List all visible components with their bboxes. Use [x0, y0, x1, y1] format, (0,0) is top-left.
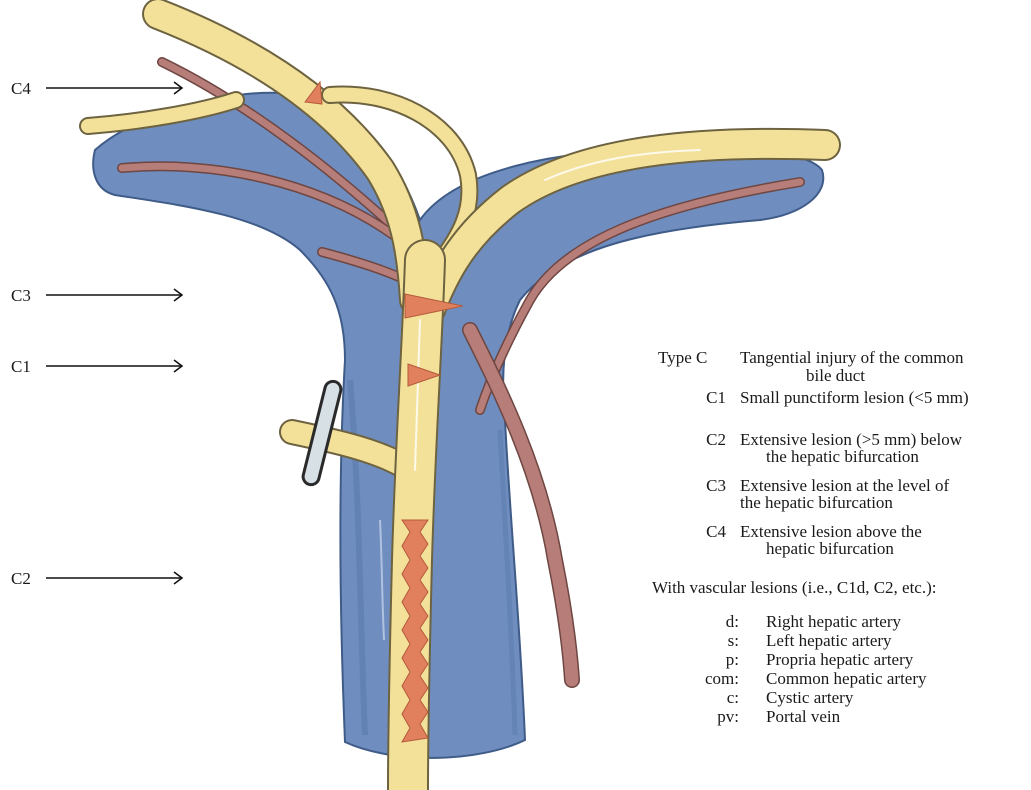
arrow-label-c4: C4	[11, 80, 31, 97]
legend-code-c1: C1	[658, 388, 726, 407]
legend: Type C Tangential injury of the common b…	[658, 348, 1028, 778]
legend-desc-c2-2: the hepatic bifurcation	[766, 447, 919, 466]
legend-vascular-code-s: s:	[658, 631, 739, 650]
arrow-c1	[46, 360, 182, 372]
legend-vascular-code-c: c:	[658, 688, 739, 707]
legend-vascular-desc-com: Common hepatic artery	[766, 669, 927, 688]
legend-vascular-desc-pv: Portal vein	[766, 707, 840, 726]
legend-vascular-desc-p: Propria hepatic artery	[766, 650, 913, 669]
legend-vascular-heading: With vascular lesions (i.e., C1d, C2, et…	[652, 578, 936, 597]
legend-type-desc-2: bile duct	[806, 366, 865, 385]
legend-code-c4: C4	[658, 522, 726, 541]
legend-vascular-code-com: com:	[658, 669, 739, 688]
legend-type-code: Type C	[658, 348, 707, 367]
legend-vascular-desc-s: Left hepatic artery	[766, 631, 892, 650]
legend-vascular-code-pv: pv:	[658, 707, 739, 726]
arrow-label-c2: C2	[11, 570, 31, 587]
legend-vascular-desc-d: Right hepatic artery	[766, 612, 901, 631]
legend-desc-c1: Small punctiform lesion (<5 mm)	[740, 388, 969, 407]
legend-vascular-code-d: d:	[658, 612, 739, 631]
legend-vascular-desc-c: Cystic artery	[766, 688, 853, 707]
legend-desc-c3-2: the hepatic bifurcation	[740, 493, 893, 512]
arrow-label-c3: C3	[11, 287, 31, 304]
legend-type: Type C	[658, 348, 707, 367]
arrow-label-c1: C1	[11, 358, 31, 375]
legend-type-desc-1: Tangential injury of the common	[740, 348, 964, 367]
legend-vascular-code-p: p:	[658, 650, 739, 669]
arrow-c3	[46, 289, 182, 301]
arrow-c2	[46, 572, 182, 584]
legend-code-c2: C2	[658, 430, 726, 449]
legend-desc-c4-2: hepatic bifurcation	[766, 539, 894, 558]
legend-code-c3: C3	[658, 476, 726, 495]
arrow-c4	[46, 82, 182, 94]
